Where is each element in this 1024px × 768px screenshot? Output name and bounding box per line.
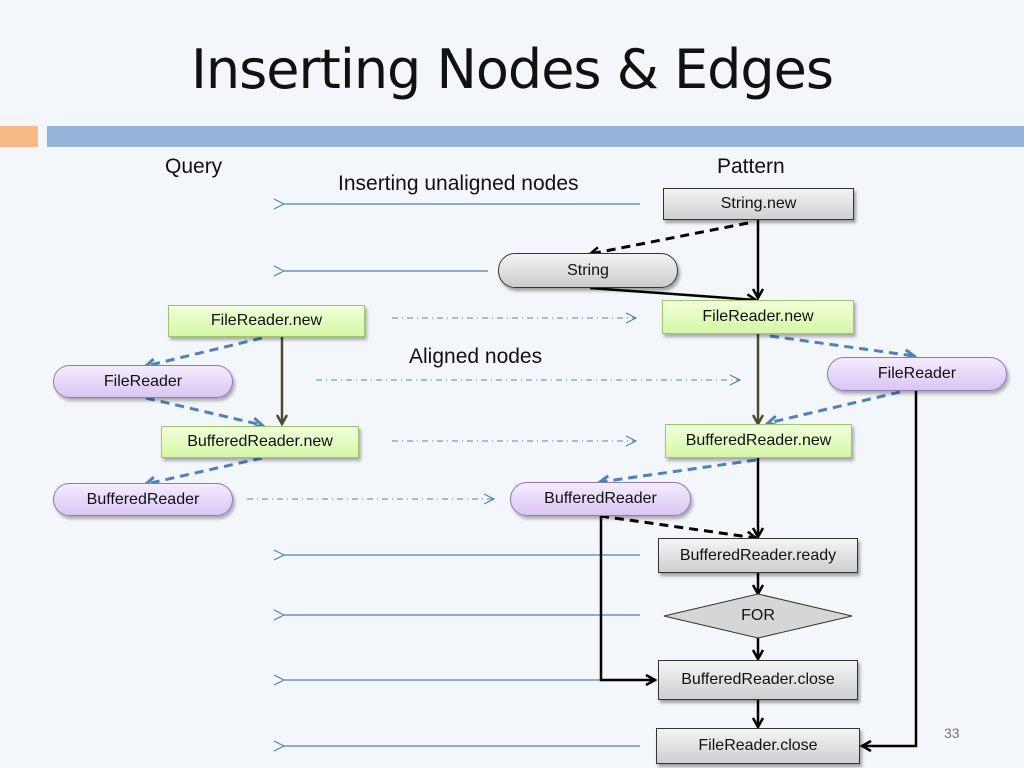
p-dash-brnew-br: [596, 458, 757, 488]
pattern-node-bufferedreader: BufferedReader: [510, 482, 691, 516]
query-node-bufferedreader-new: BufferedReader.new: [161, 426, 359, 458]
p-dash-br-brready: [599, 514, 756, 538]
pattern-node-bufferedreader-close: BufferedReader.close: [658, 660, 858, 700]
query-node-filereader-new: FileReader.new: [168, 305, 365, 337]
pattern-label: Pattern: [717, 155, 785, 178]
alignment-arrows: [247, 318, 740, 499]
page-number: 33: [944, 725, 960, 741]
pattern-node-string: String: [498, 253, 678, 288]
aligned-nodes-label: Aligned nodes: [409, 345, 543, 368]
pattern-node-filereader-close: FileReader.close: [656, 728, 860, 764]
pattern-node-filereader-new: FileReader.new: [662, 300, 854, 334]
p-edge-fr-frclose: [862, 391, 918, 746]
p-edge-string-frnew: [589, 286, 756, 300]
q-dash-fr-brnew: [145, 396, 266, 430]
pattern-node-bufferedreader-ready: BufferedReader.ready: [658, 538, 858, 573]
slide-title: Inserting Nodes & Edges: [190, 38, 834, 101]
pattern-node-for: FOR: [741, 607, 775, 624]
p-dash-stringnew-string: [590, 221, 749, 254]
q-dash-brnew-br: [142, 456, 263, 489]
p-dash-fr-brnew: [764, 390, 901, 428]
query-label: Query: [165, 155, 223, 178]
pattern-node-bufferedreader-new: BufferedReader.new: [665, 424, 852, 458]
p-edge-br-brclose: [599, 516, 655, 680]
query-node-bufferedreader: BufferedReader: [53, 483, 233, 516]
query-edges: [142, 336, 282, 489]
insertion-arrows: [284, 204, 640, 746]
pattern-node-string-new: String.new: [663, 188, 854, 220]
pattern-node-filereader: FileReader: [827, 357, 1007, 391]
query-node-filereader: FileReader: [53, 365, 233, 398]
pattern-edges: [589, 220, 918, 746]
accent-bar-blue: [47, 126, 1024, 147]
accent-bar-orange: [0, 126, 38, 147]
inserting-unaligned-label: Inserting unaligned nodes: [338, 172, 579, 195]
q-dash-frnew-fr: [142, 336, 263, 371]
for-diamond: [663, 593, 853, 639]
p-dash-frnew-fr: [769, 334, 918, 362]
